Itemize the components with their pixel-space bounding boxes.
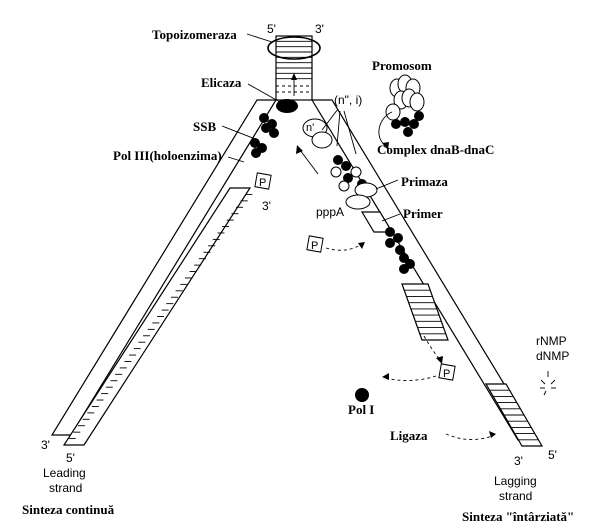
svg-text:P: P: [311, 240, 318, 252]
label-leading-3-end: 3': [41, 438, 50, 452]
primaza-leader: [375, 179, 399, 190]
primer-dashed-arrow: [325, 243, 363, 251]
leading-strand: [50, 99, 278, 446]
fork-direction-arrow: [299, 149, 319, 175]
label-pol1: Pol I: [348, 402, 374, 417]
pol3-leader: [227, 156, 245, 163]
label-leading-2: strand: [49, 481, 82, 495]
ssb-leader: [221, 125, 259, 141]
label-ligaza: Ligaza: [390, 428, 428, 443]
promosome-cluster: [378, 74, 425, 150]
phosphate-marker-primer: P: [306, 235, 324, 253]
top-3-end: 3': [315, 22, 324, 36]
n-i-leader-3: [343, 110, 357, 155]
elicaza-leader: [247, 83, 281, 103]
label-dnmp: dNMP: [536, 349, 569, 363]
label-leading-1: Leading: [43, 466, 86, 480]
primer-leader: [381, 213, 401, 222]
label-lagging-1: Lagging: [494, 474, 537, 488]
top-5-end: 5': [267, 22, 276, 36]
label-lagging-5-end: 5': [548, 448, 557, 462]
label-sinteza-continua: Sinteza continuă: [22, 502, 115, 517]
topoizomeraza-leader: [246, 33, 273, 43]
n-i-leader-2: [336, 110, 341, 147]
phosphate-marker-pol3: P: [254, 172, 272, 190]
label-rnmp: rNMP: [536, 334, 567, 348]
label-pol3: Pol III(holoenzima): [113, 148, 222, 163]
n-i-leader-1: [321, 108, 339, 131]
pol1-dashed-arrow: [385, 375, 437, 381]
parental-duplex: [275, 35, 313, 101]
nucleotide-release-sparkle: [540, 371, 556, 396]
ssb-cluster-left: [250, 113, 279, 158]
label-leading-5-end: 5': [66, 451, 75, 465]
primosome-complex: [302, 118, 378, 210]
label-primer: Primer: [403, 206, 443, 221]
label-promosom: Promosom: [372, 58, 432, 73]
label-pppa: pppA: [316, 205, 344, 219]
label-sinteza-intarziata: Sinteza "întârziată": [462, 509, 574, 524]
label-lagging-3-end: 3': [514, 454, 523, 468]
pol1-enzyme: [355, 388, 369, 402]
phosphate-marker-pol1: P: [438, 363, 456, 381]
label-n-i: (n", i): [334, 93, 362, 107]
label-ssb: SSB: [193, 119, 216, 134]
label-pol3-3-end: 3': [262, 199, 271, 213]
topoisomerase-ring: [267, 36, 321, 60]
label-elicaza: Elicaza: [201, 75, 242, 90]
svg-text:P: P: [259, 177, 266, 189]
helicase: [276, 99, 298, 113]
label-lagging-2: strand: [499, 489, 532, 503]
ligaza-dashed-arrow: [445, 433, 493, 440]
svg-text:P: P: [443, 368, 450, 380]
label-topoizomeraza: Topoizomeraza: [152, 27, 237, 42]
label-n-prime: n': [306, 122, 314, 134]
label-complex: Complex dnaB-dnaC: [377, 142, 494, 157]
ssb-cluster-right: [385, 227, 415, 274]
label-primaza: Primaza: [401, 174, 448, 189]
